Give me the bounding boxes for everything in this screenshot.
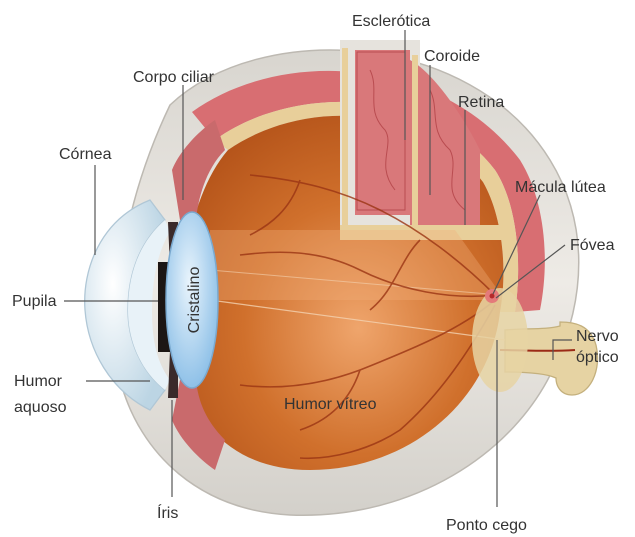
- macula-label: Mácula lútea: [515, 179, 606, 196]
- cornea-label: Córnea: [59, 146, 112, 163]
- optic-nerve-label-line1: Nervo: [576, 328, 619, 345]
- aqueous-label-line2: aquoso: [14, 399, 67, 416]
- ciliary-body-label: Corpo ciliar: [133, 69, 215, 86]
- fovea-spot: [490, 294, 495, 299]
- aqueous-label-line1: Humor: [14, 373, 63, 390]
- blind-spot-label: Ponto cego: [446, 517, 527, 534]
- retina-label: Retina: [458, 94, 504, 111]
- vitreous-label: Humor vítreo: [284, 396, 377, 413]
- lens-label: Cristalino: [186, 267, 203, 334]
- iris-label: Íris: [157, 503, 178, 522]
- sclera-label: Esclerótica: [352, 13, 430, 30]
- optic-nerve-label-line2: óptico: [576, 349, 619, 366]
- fovea-label: Fóvea: [570, 237, 615, 254]
- choroid-label: Coroide: [424, 48, 480, 65]
- vitreous-slab: [210, 230, 505, 300]
- pupil-label: Pupila: [12, 293, 57, 310]
- blind-spot-disc: [472, 288, 528, 392]
